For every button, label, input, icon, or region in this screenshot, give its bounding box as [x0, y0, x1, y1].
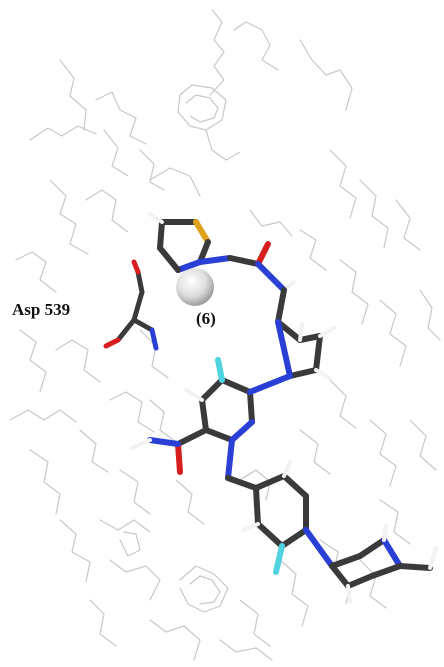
urea-linker — [197, 241, 296, 293]
phenyl-ring — [225, 437, 309, 575]
asp539-residue — [103, 259, 159, 351]
residue-label: Asp 539 — [12, 300, 71, 319]
ligand-molecule — [103, 212, 438, 604]
pyridine-ring — [184, 357, 293, 443]
protein-pocket-wireframe — [9, 9, 441, 661]
cyclic-amine-group — [275, 287, 336, 380]
carboxamide-group — [130, 427, 209, 475]
compound-label: (6) — [196, 309, 216, 328]
thiazole-ring — [148, 212, 211, 273]
metal-sphere — [176, 268, 214, 306]
piperazine-ring — [303, 524, 438, 604]
